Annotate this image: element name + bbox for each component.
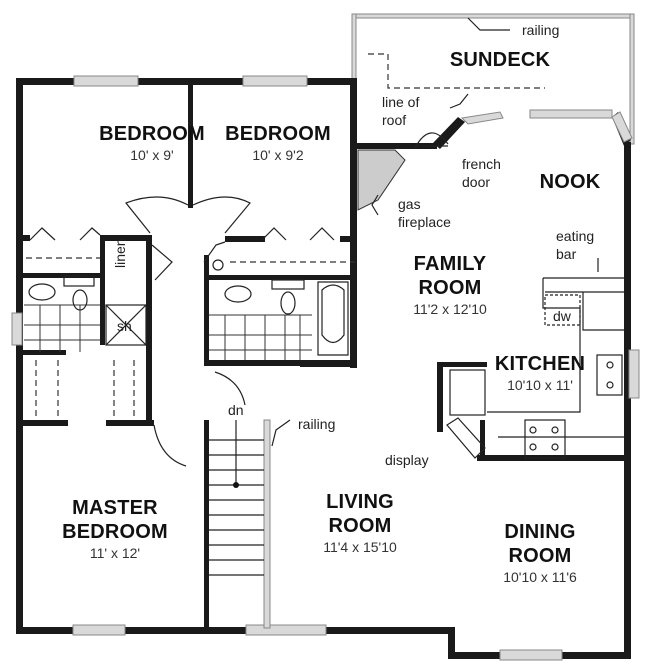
annotation-gas-fireplace-2: fireplace — [398, 214, 451, 230]
room-dimensions: 10' x 9' — [130, 147, 174, 163]
room-dining: DINING ROOM 10'10 x 11'6 — [480, 520, 600, 586]
room-kitchen: KITCHEN 10'10 x 11' — [485, 352, 595, 394]
annotation-display: display — [385, 452, 429, 468]
room-master-bedroom: MASTER BEDROOM 11' x 12' — [45, 496, 185, 562]
bay-windows — [460, 109, 633, 143]
annotation-railing-stairs: railing — [298, 416, 336, 432]
annotation-line-of-roof-2: roof — [382, 112, 407, 128]
annotation-french-door-1: french — [462, 156, 501, 172]
bathroom-right — [203, 241, 349, 360]
room-name-line2: ROOM — [328, 515, 392, 537]
room-name-line1: MASTER — [72, 497, 158, 519]
annotation-eating-bar-1: eating — [556, 228, 595, 244]
gas-fireplace — [357, 149, 406, 216]
room-dimensions: 10'10 x 11' — [507, 377, 573, 393]
annotation-railing-top: railing — [522, 22, 560, 38]
windows — [11, 75, 640, 661]
room-name-line1: DINING — [504, 521, 576, 543]
room-name-line2: ROOM — [418, 277, 482, 299]
doors — [125, 132, 449, 467]
annotation-french-door-2: door — [462, 174, 491, 190]
room-dimensions: 10' x 9'2 — [252, 147, 304, 163]
annotation-shower: sh — [117, 318, 132, 334]
annotation-stairs-down: dn — [228, 402, 244, 418]
room-dimensions: 11'2 x 12'10 — [413, 301, 487, 317]
room-family: FAMILY ROOM 11'2 x 12'10 — [390, 252, 510, 318]
annotation-eating-bar-2: bar — [556, 246, 577, 262]
room-bedroom-2: BEDROOM 10' x 9'2 — [218, 122, 338, 164]
roof-line — [368, 53, 545, 89]
room-name: KITCHEN — [494, 353, 586, 375]
room-dimensions: 11' x 12' — [89, 545, 141, 561]
annotation-gas-fireplace-1: gas — [398, 196, 421, 212]
room-name-line2: ROOM — [508, 545, 572, 567]
room-name: BEDROOM — [225, 123, 331, 145]
room-dimensions: 11'4 x 15'10 — [323, 539, 397, 555]
annotation-dishwasher: dw — [553, 308, 571, 324]
room-name-line2: BEDROOM — [62, 521, 168, 543]
room-living: LIVING ROOM 11'4 x 15'10 — [300, 490, 420, 556]
kitchen-counters — [446, 258, 625, 459]
closets — [26, 227, 355, 418]
room-dimensions: 10'10 x 11'6 — [503, 569, 577, 585]
room-sundeck: SUNDECK — [449, 49, 551, 71]
room-name-line1: FAMILY — [413, 253, 487, 275]
annotation-linen: linen — [112, 238, 128, 268]
room-nook: NOOK — [539, 171, 601, 193]
stairs[interactable] — [209, 419, 291, 629]
room-name-line1: LIVING — [326, 491, 394, 513]
room-name: BEDROOM — [99, 123, 205, 145]
bathroom-left — [24, 275, 147, 352]
annotation-line-of-roof-1: line of — [382, 94, 420, 110]
room-bedroom-1: BEDROOM 10' x 9' — [92, 122, 212, 164]
